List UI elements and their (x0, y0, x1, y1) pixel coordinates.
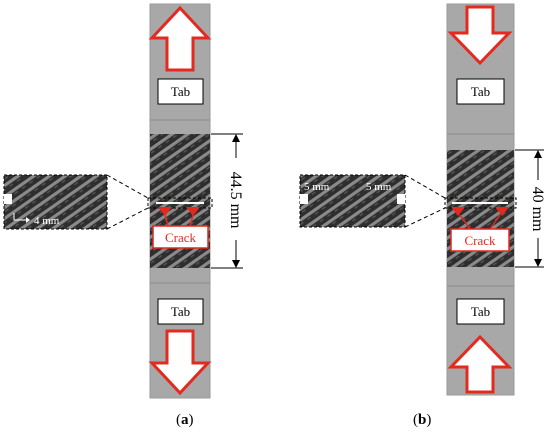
dimension-label-a: 44.5 mm (227, 172, 244, 229)
crack-label-b: Crack (464, 233, 496, 248)
tab-label-top-b: Tab (471, 84, 490, 99)
caption-a: (a) (176, 412, 194, 428)
inset-label-right-b: 5 mm (366, 181, 392, 193)
crack-arrow-left-b (451, 207, 465, 216)
load-arrow-down-icon (148, 329, 212, 396)
panel-a: Tab Crack 4 mm 44.5 mm Tab (3, 3, 246, 428)
load-arrow-up-bottom-icon (447, 334, 513, 394)
dimension-label-b: 40 mm (529, 187, 546, 232)
tab-box-bottom-a (157, 298, 204, 325)
load-arrow-down-top-icon (447, 5, 513, 66)
crack-arrow-right-a (186, 207, 200, 216)
crack-arrow-right-b (495, 207, 509, 216)
crack-label-a: Crack (165, 230, 197, 245)
tab-box-top-b (456, 78, 505, 105)
inset-label-left-b: 5 mm (304, 181, 330, 193)
tab-box-bottom-b (456, 298, 505, 325)
load-arrow-up-icon (148, 5, 212, 72)
notch-region-b (444, 197, 517, 209)
caption-b: (b) (413, 412, 431, 428)
inset-label-a: 4 mm (34, 215, 60, 227)
notch-region-a (147, 197, 213, 209)
tab-label-top-a: Tab (171, 84, 190, 99)
tab-label-bottom-a: Tab (171, 304, 190, 319)
crack-label-box-b (450, 228, 510, 252)
crack-label-box-a (152, 225, 209, 249)
crack-arrow-left-a (158, 207, 172, 216)
tab-box-top-a (157, 78, 204, 105)
tab-label-bottom-b: Tab (471, 304, 490, 319)
panel-b: Tab Crack 5 mm 5 mm 40 mm Tab (299, 3, 548, 428)
